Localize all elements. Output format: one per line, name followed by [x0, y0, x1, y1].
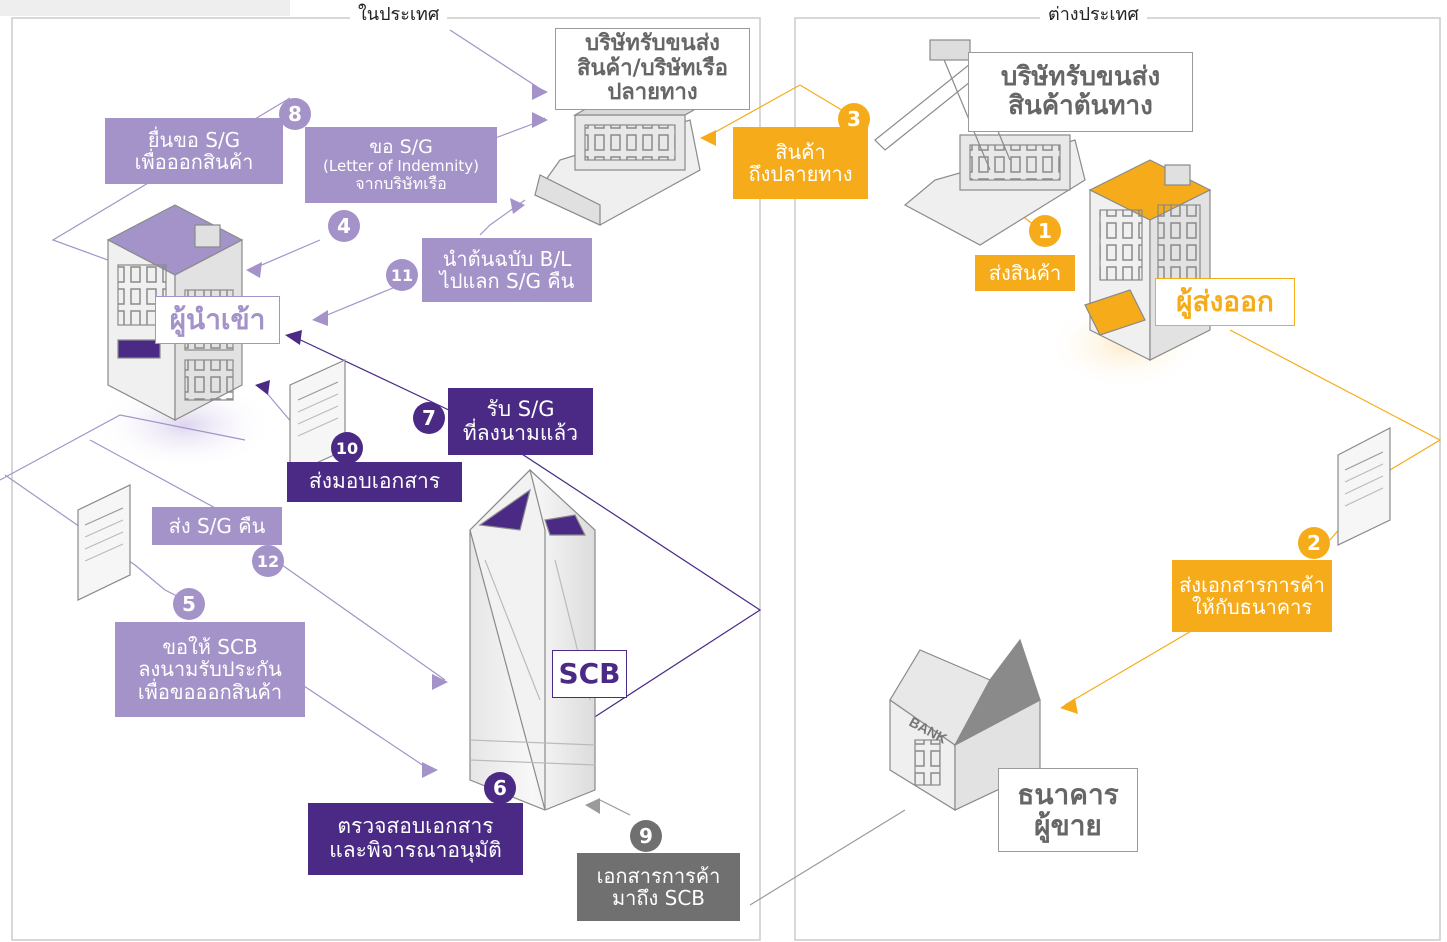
step-4-number: 4 — [328, 210, 360, 242]
origin-shipper-line: บริษัทรับขนส่ง — [1000, 61, 1161, 92]
arrow-to-importer-4 — [246, 262, 262, 278]
step-8-number: 8 — [279, 98, 311, 130]
foreign-frame — [794, 17, 1441, 941]
step-8-line: เพื่อออกสินค้า — [134, 150, 254, 174]
step-5-number: 5 — [173, 588, 205, 620]
arrow-to-importer-7 — [285, 330, 302, 345]
step-2-number: 2 — [1298, 527, 1330, 559]
step-2-line: ส่งเอกสารการค้า — [1179, 572, 1325, 597]
scb-box: SCB — [552, 650, 627, 698]
step-1-line: ส่งสินค้า — [988, 260, 1062, 285]
exporter-label: ผู้ส่งออก — [1176, 285, 1274, 319]
step-4-label: ขอ S/G (Letter of Indemnity) จากบริษัทเร… — [305, 127, 497, 203]
arrow-to-dest-shipper-2 — [532, 112, 548, 128]
step-9-line: มาถึง SCB — [611, 886, 706, 910]
arrow-to-scb-9 — [585, 798, 600, 814]
domestic-frame — [11, 17, 761, 941]
destination-shipper-box: บริษัทรับขนส่ง สินค้า/บริษัทเรือ ปลายทาง — [555, 28, 750, 110]
step-7-line: ที่ลงนามแล้ว — [462, 420, 579, 445]
seller-bank-box: ธนาคาร ผู้ขาย — [998, 768, 1138, 852]
arrow-to-scb-12 — [432, 674, 448, 690]
step-7-label: รับ S/G ที่ลงนามแล้ว — [448, 388, 593, 455]
step-6-label: ตรวจสอบเอกสาร และพิจารณาอนุมัติ — [308, 803, 523, 875]
document-icon-c — [1337, 427, 1391, 546]
step-9-number: 9 — [630, 820, 662, 852]
step-12-label: ส่ง S/G คืน — [152, 507, 282, 545]
top-strip — [0, 0, 290, 16]
step-2-label: ส่งเอกสารการค้า ให้กับธนาคาร — [1172, 560, 1332, 632]
arrow-to-importer-11 — [312, 310, 328, 326]
step-7-line: รับ S/G — [486, 396, 555, 421]
document-icon-b — [77, 484, 131, 601]
document-icons — [77, 359, 1391, 601]
step-4-line: ขอ S/G — [369, 136, 433, 159]
destination-shipper-line: บริษัทรับขนส่ง — [585, 31, 720, 57]
step-8-label: ยื่นขอ S/G เพื่อออกสินค้า — [105, 118, 283, 184]
seller-bank-line: ธนาคาร — [1017, 777, 1119, 811]
step-6-line: ตรวจสอบเอกสาร — [337, 814, 494, 839]
seller-bank-line: ผู้ขาย — [1034, 809, 1102, 842]
step-12-number: 12 — [252, 545, 284, 577]
origin-shipper-box: บริษัทรับขนส่ง สินค้าต้นทาง — [968, 52, 1193, 132]
seller-bank-illustration: BANK — [889, 638, 1041, 812]
step-4-line: (Letter of Indemnity) — [323, 157, 479, 176]
step-5-line: เพื่อขอออกสินค้า — [137, 679, 283, 704]
arrow-to-importer-10 — [255, 380, 270, 395]
arrow-to-bank-2 — [1060, 698, 1078, 714]
step-8-line: ยื่นขอ S/G — [147, 127, 241, 152]
step-3-number: 3 — [838, 103, 870, 135]
step-2-line: ให้กับธนาคาร — [1191, 595, 1313, 619]
step-5-line: ลงนามรับประกัน — [138, 657, 282, 682]
step-9-line: เอกสารการค้า — [596, 863, 721, 888]
exporter-building-illustration — [1084, 159, 1212, 361]
importer-glow — [95, 380, 275, 470]
arrow-to-dest-shipper — [532, 84, 548, 100]
step-10-line: ส่งมอบเอกสาร — [308, 469, 441, 494]
step-3-line: สินค้า — [775, 139, 826, 164]
step-10-number: 10 — [331, 432, 363, 464]
destination-shipper-line: ปลายทาง — [607, 80, 698, 106]
step-6-line: และพิจารณาอนุมัติ — [329, 838, 502, 862]
destination-shipper-line: สินค้า/บริษัทเรือ — [577, 55, 728, 81]
destination-ship-illustration — [534, 94, 723, 226]
step-11-line: ไปแลก S/G คืน — [439, 269, 575, 293]
arrow-to-ship-dest-3 — [700, 130, 716, 146]
origin-shipper-line: สินค้าต้นทาง — [1008, 91, 1153, 121]
arrow-to-ship-3 — [510, 198, 525, 214]
importer-label: ผู้นำเข้า — [169, 303, 266, 337]
foreign-region-title: ต่างประเทศ — [1040, 4, 1147, 26]
exporter-box: ผู้ส่งออก — [1155, 278, 1295, 326]
domestic-region-title: ในประเทศ — [350, 4, 448, 26]
step-6-number: 6 — [484, 772, 516, 804]
arrow-to-scb-5 — [422, 762, 438, 778]
step-9-label: เอกสารการค้า มาถึง SCB — [577, 853, 740, 921]
origin-ship-illustration — [874, 39, 1086, 246]
scb-tower-illustration — [469, 468, 596, 811]
importer-box: ผู้นำเข้า — [155, 296, 280, 344]
scb-label: SCB — [558, 657, 621, 691]
step-11-line: นำต้นฉบับ B/L — [442, 246, 572, 271]
step-10-label: ส่งมอบเอกสาร — [287, 462, 462, 502]
step-7-number: 7 — [413, 402, 445, 434]
step-5-label: ขอให้ SCB ลงนามรับประกัน เพื่อขอออกสินค้… — [115, 622, 305, 717]
step-3-line: ถึงปลายทาง — [748, 162, 853, 186]
step-5-line: ขอให้ SCB — [162, 634, 258, 659]
step-3-label: สินค้า ถึงปลายทาง — [733, 127, 868, 199]
step-11-label: นำต้นฉบับ B/L ไปแลก S/G คืน — [422, 238, 592, 302]
step-1-label: ส่งสินค้า — [975, 255, 1075, 291]
step-4-line: จากบริษัทเรือ — [355, 174, 447, 194]
step-1-number: 1 — [1029, 215, 1061, 247]
step-11-number: 11 — [386, 259, 418, 291]
step-12-line: ส่ง S/G คืน — [168, 513, 266, 538]
